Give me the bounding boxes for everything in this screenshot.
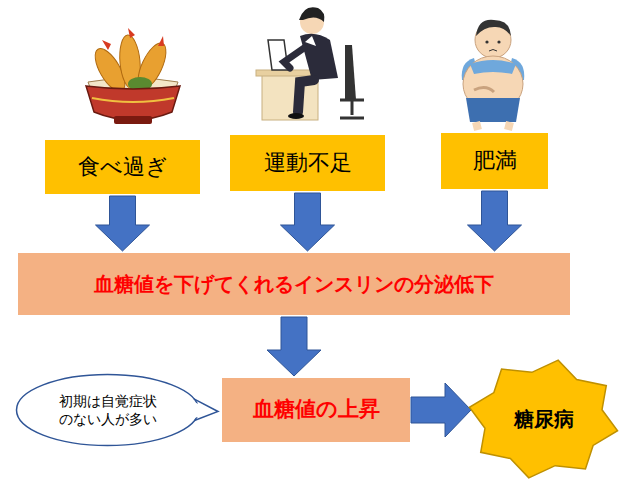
node-label: 食べ過ぎ: [78, 153, 168, 182]
obesity-illustration: [462, 20, 525, 130]
block-arrow: [267, 317, 321, 376]
mechanism-band: 血糖値を下げてくれるインスリンの分泌低下: [18, 253, 570, 315]
node-label: 初期は自覚症状 のない人が多い: [52, 392, 164, 428]
bubble-ellipse: [17, 375, 199, 446]
callout-bubble: 初期は自覚症状 のない人が多い: [15, 373, 200, 447]
disease-star: 糖尿病: [467, 358, 620, 480]
cause-box: 肥満: [441, 133, 548, 189]
deskwork-illustration: [256, 7, 364, 120]
bubble-tail: [194, 399, 218, 421]
cause-box: 食べ過ぎ: [45, 140, 200, 194]
tempura-bowl-illustration: [86, 28, 180, 124]
bubble-outline: [15, 373, 200, 447]
result-box: 血糖値の上昇: [222, 378, 410, 442]
node-label: 運動不足: [264, 149, 352, 178]
star-shape: [469, 360, 617, 478]
node-label: 肥満: [473, 147, 517, 176]
block-arrow: [96, 196, 150, 251]
block-arrow: [281, 193, 335, 251]
bubble-tail-fill: [188, 400, 218, 420]
node-label: 血糖値の上昇: [253, 396, 380, 423]
cause-box: 運動不足: [230, 135, 385, 191]
block-arrow: [411, 383, 471, 437]
block-arrow: [468, 191, 522, 251]
node-label: 血糖値を下げてくれるインスリンの分泌低下: [94, 271, 494, 297]
node-label: 糖尿病: [514, 406, 574, 432]
